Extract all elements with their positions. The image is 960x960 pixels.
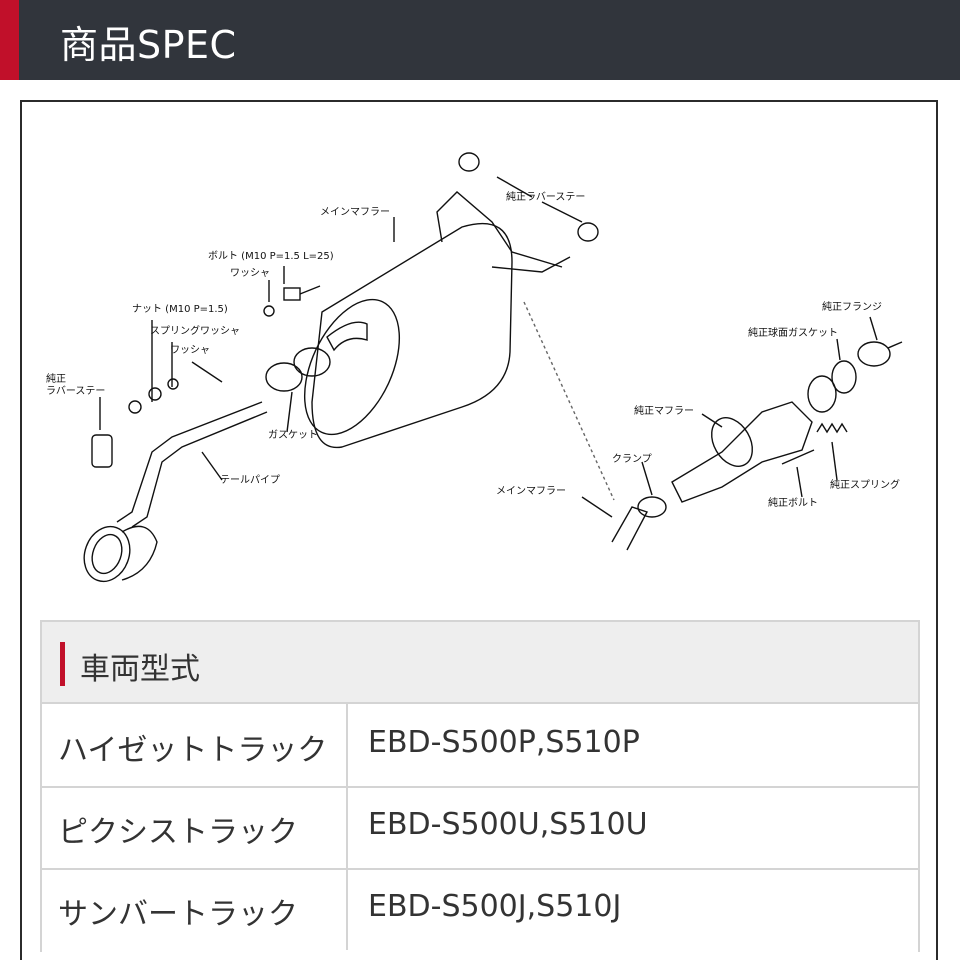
vehicle-name: ハイゼットトラック bbox=[58, 733, 328, 768]
label-bolt: ボルト (M10 P=1.5 L=25) bbox=[208, 250, 334, 262]
spec-frame bbox=[20, 100, 938, 960]
section-title: 商品SPEC bbox=[60, 23, 237, 67]
label-rubber-stay-right: 純正ラバーステー bbox=[506, 190, 585, 203]
label-nut: ナット (M10 P=1.5) bbox=[132, 303, 228, 315]
muffler-front-end bbox=[303, 298, 401, 436]
main-muffler-shape bbox=[311, 222, 513, 449]
table-row: サンバートラック EBD-S500J,S510J bbox=[40, 868, 920, 952]
vehicle-name-cell bbox=[42, 786, 348, 868]
label-spring-washer: スプリングワッシャ bbox=[150, 324, 240, 337]
stock-muffler-shape bbox=[671, 401, 813, 503]
label-washer-mid: ワッシャ bbox=[170, 345, 210, 356]
section-header: 商品SPEC bbox=[0, 0, 960, 80]
vehicle-name: サンバートラック bbox=[58, 897, 298, 932]
label-stock-muffler: 純正マフラー bbox=[634, 404, 694, 417]
label-ball-gasket: 純正球面ガスケット bbox=[748, 326, 838, 339]
label-rubber-stay-left-2: ラバーステー bbox=[46, 385, 105, 397]
tail-pipe-shape bbox=[116, 401, 263, 523]
label-main-muffler-2: メインマフラー bbox=[496, 485, 566, 497]
label-washer-top: ワッシャ bbox=[230, 268, 270, 279]
header-accent-bar bbox=[0, 0, 19, 80]
label-main-muffler: メインマフラー bbox=[320, 206, 390, 218]
exhaust-parts-diagram: メインマフラー 純正ラバーステー ボルト (M10 P=1.5 L=25) ワッ… bbox=[46, 152, 903, 583]
vehicle-model-code: EBD-S500J,S510J bbox=[368, 889, 622, 924]
vehicle-model-code: EBD-S500U,S510U bbox=[368, 807, 648, 842]
spec-heading-label: 車両型式 bbox=[80, 652, 200, 687]
spec-table-heading: 車両型式 bbox=[40, 620, 920, 704]
vehicle-name-cell bbox=[42, 704, 348, 786]
label-stock-bolt: 純正ボルト bbox=[768, 496, 818, 509]
table-row: ピクシストラック EBD-S500U,S510U bbox=[40, 786, 920, 870]
label-rubber-stay-left-1: 純正 bbox=[46, 372, 66, 385]
vehicle-model-code: EBD-S500P,S510P bbox=[368, 725, 640, 760]
vehicle-name: ピクシストラック bbox=[58, 815, 298, 850]
vehicle-name-cell bbox=[42, 868, 348, 950]
label-clamp: クランプ bbox=[612, 453, 652, 465]
label-stock-spring: 純正スプリング bbox=[830, 478, 900, 491]
label-gasket: ガスケット bbox=[268, 429, 318, 441]
label-flange: 純正フランジ bbox=[822, 300, 882, 313]
table-row: ハイゼットトラック EBD-S500P,S510P bbox=[40, 704, 920, 788]
heading-accent-bar bbox=[60, 642, 65, 686]
label-tail-pipe: テールパイプ bbox=[220, 474, 280, 486]
